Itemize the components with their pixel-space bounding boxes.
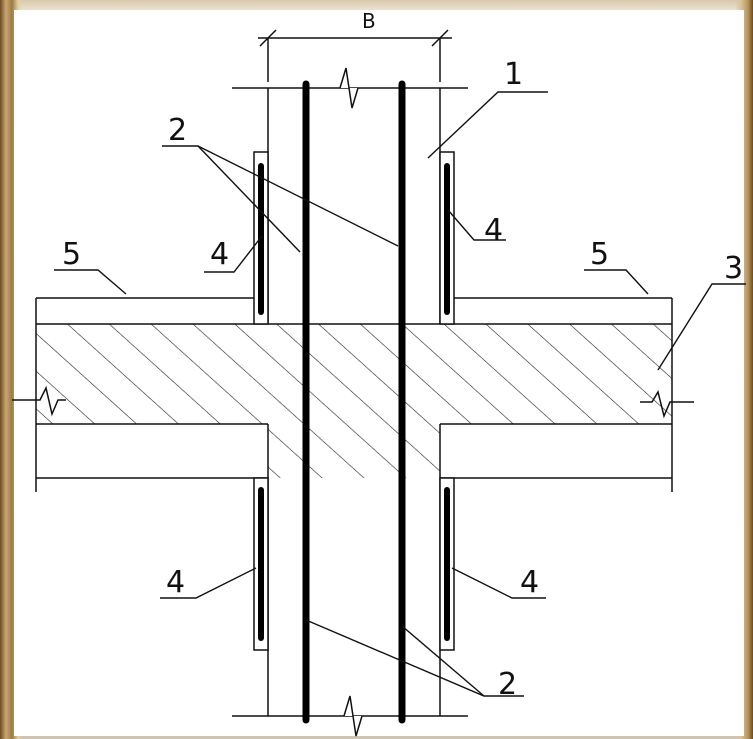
break-mark-left [12, 385, 66, 417]
label-item-4-upper-right: 4 [484, 213, 503, 248]
leader-lines [54, 91, 746, 697]
label-item-5-left: 5 [62, 237, 81, 272]
slab-section-hatch [36, 324, 672, 478]
label-item-3: 3 [724, 251, 743, 286]
break-mark-column-bottom [343, 695, 363, 737]
label-item-5-right: 5 [590, 237, 609, 272]
label-item-4-lower-left: 4 [166, 565, 185, 600]
label-item-1: 1 [504, 57, 523, 92]
main-rebar [302, 80, 406, 724]
dimension-line-b [258, 29, 452, 82]
label-item-2-bottom: 2 [498, 667, 517, 702]
break-mark-right [640, 390, 694, 419]
topping-layer [35, 297, 673, 492]
label-item-2-top: 2 [168, 113, 187, 148]
label-item-4-upper-left: 4 [210, 237, 229, 272]
break-mark-column-top [339, 67, 359, 109]
slab-outline [36, 323, 672, 478]
label-item-4-lower-right: 4 [520, 565, 539, 600]
plate-weld-bars [258, 163, 450, 641]
dimension-label-b: B [362, 9, 376, 33]
